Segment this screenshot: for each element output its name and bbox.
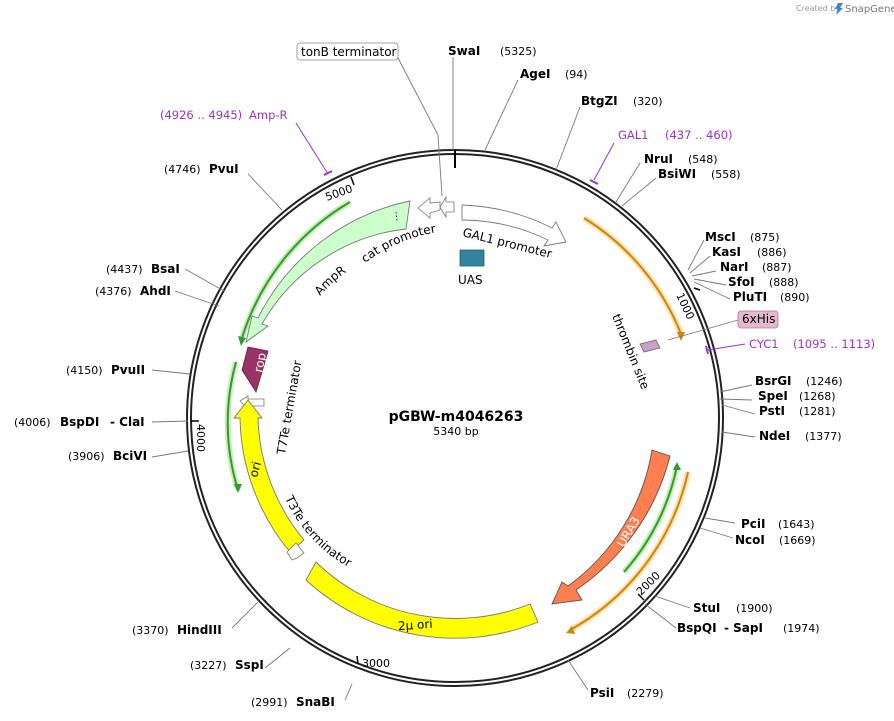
site-btgzi-name: BtgZI: [581, 94, 618, 108]
brand-text: SnapGene: [845, 4, 894, 15]
site-ahdi-pos: (4376): [95, 285, 132, 298]
site-nrui-pos: (548): [688, 153, 718, 166]
site-ncoi-pos: (1669): [779, 534, 816, 547]
site-agei-pos: (94): [565, 68, 588, 81]
site-labels: SwaI (5325) AgeI (94) BtgZI (320) NruI (…: [14, 44, 843, 709]
site-ndei-name: NdeI: [759, 429, 790, 443]
site-snabi-pos: (2991): [251, 696, 288, 709]
site-ndei-pos: (1377): [805, 430, 842, 443]
gal1-promoter-arrow: [461, 204, 567, 247]
site-stui-pos: (1900): [736, 602, 773, 615]
site-btgzi-pos: (320): [633, 95, 663, 108]
site-agei-name: AgeI: [520, 67, 550, 81]
site-pcii-name: PciI: [741, 517, 766, 531]
site-psti-name: PstI: [759, 404, 785, 418]
primer-ampr-name: Amp-R: [249, 108, 288, 122]
plasmid-name: pGBW-m4046263: [389, 409, 524, 425]
ura3-label: URA3: [614, 514, 642, 549]
primer-gal1-name: GAL1: [618, 128, 649, 142]
his-tag-box: [737, 310, 779, 329]
tonb-terminator-label: tonB terminator: [301, 45, 397, 59]
site-spei-pos: (1268): [799, 390, 836, 403]
site-pluti-pos: (890): [780, 291, 810, 304]
tonb-terminator-arrow: [439, 195, 455, 219]
site-kasi-name: KasI: [712, 245, 741, 259]
site-pvuii-pos: (4150): [66, 364, 103, 377]
site-sfoi-name: SfoI: [728, 275, 755, 289]
primer-cyc1-range: (1095 .. 1113): [793, 337, 875, 351]
rop-label: rop: [251, 352, 269, 374]
tick-label-4000: 4000: [194, 424, 207, 452]
ampr-marker: [395, 211, 398, 222]
site-bsrgi-pos: (1246): [806, 375, 843, 388]
plasmid-size: 5340 bp: [433, 425, 478, 438]
site-msci-name: MscI: [705, 230, 736, 244]
site-pvuii-name: PvuII: [111, 363, 145, 377]
rop-arrow: [241, 346, 269, 393]
thrombin-site-marker: [639, 339, 661, 353]
snapgene-logo-icon: [835, 3, 843, 15]
site-bsrgi-name: BsrGI: [755, 374, 792, 388]
tick-label-5000: 5000: [324, 182, 355, 204]
primer-cyc1-name: CYC1: [749, 337, 779, 351]
site-bcivi-name: BciVI: [113, 449, 147, 463]
site-nari-pos: (887): [762, 261, 792, 274]
site-msci-pos: (875): [750, 231, 780, 244]
t7te-terminator-label: T7Te terminator: [274, 359, 305, 456]
tick-label-3000: 3000: [362, 657, 390, 670]
site-bspdi-pos: (4006): [14, 416, 51, 429]
site-psti-pos: (1281): [799, 405, 836, 418]
site-bspqi-name: BspQI: [677, 621, 717, 635]
site-swai-name: SwaI: [448, 44, 480, 58]
uas-box: [459, 249, 485, 267]
primer-gal1-range: (437 .. 460): [665, 128, 733, 142]
site-pluti-name: PluTI: [733, 290, 767, 304]
site-swai-pos: (5325): [500, 45, 537, 58]
site-stui-name: StuI: [693, 601, 720, 615]
site-spei-name: SpeI: [758, 389, 788, 403]
site-clai-name: - ClaI: [110, 415, 145, 429]
site-nari-name: NarI: [720, 260, 749, 274]
tonb-terminator-box: [296, 42, 399, 61]
ampr-label: AmpR: [312, 263, 349, 298]
site-nrui-name: NruI: [644, 152, 673, 166]
site-ncoi-name: NcoI: [735, 533, 765, 547]
site-psii-name: PsiI: [590, 686, 614, 700]
site-psii-pos: (2279): [627, 687, 664, 700]
site-hindiii-name: HindIII: [177, 623, 222, 637]
his-tag-label: 6xHis: [742, 312, 775, 326]
scale-ticks: [191, 176, 701, 665]
site-bsai-name: BsaI: [151, 262, 180, 276]
site-sspi-name: SspI: [235, 658, 264, 672]
site-bsiwi-name: BsiWI: [658, 167, 696, 181]
t3te-terminator-arrow: [286, 542, 305, 561]
site-sfoi-pos: (888): [769, 276, 799, 289]
site-pvui-pos: (4746): [164, 163, 201, 176]
site-bsiwi-pos: (558): [711, 168, 741, 181]
site-bsai-pos: (4437): [106, 263, 143, 276]
two-mu-ori-block: [305, 561, 539, 639]
primer-ampr-range: (4926 .. 4945): [160, 108, 242, 122]
site-pcii-pos: (1643): [778, 518, 815, 531]
site-sapi-name: - SapI: [724, 621, 763, 635]
site-kasi-pos: (886): [757, 246, 787, 259]
site-hindiii-pos: (3370): [132, 624, 169, 637]
credit-text: Created by: [796, 4, 840, 13]
site-ahdi-name: AhdI: [140, 284, 171, 298]
ura3-arrow: [551, 449, 671, 605]
site-leaders: [151, 57, 756, 701]
cat-promoter-arrow: [417, 197, 441, 219]
site-bspqi-pos: (1974): [783, 622, 820, 635]
site-snabi-name: SnaBI: [296, 695, 335, 709]
ori-label: ori: [246, 460, 264, 479]
two-mu-ori-label: 2μ ori: [397, 617, 433, 633]
site-sspi-pos: (3227): [190, 659, 227, 672]
ampr-arrow: [245, 200, 411, 344]
site-bcivi-pos: (3906): [68, 450, 105, 463]
site-pvui-name: PvuI: [209, 162, 239, 176]
site-bspdi-name: BspDI: [60, 415, 99, 429]
uas-label: UAS: [458, 273, 483, 287]
ori-arrow: [233, 399, 305, 553]
